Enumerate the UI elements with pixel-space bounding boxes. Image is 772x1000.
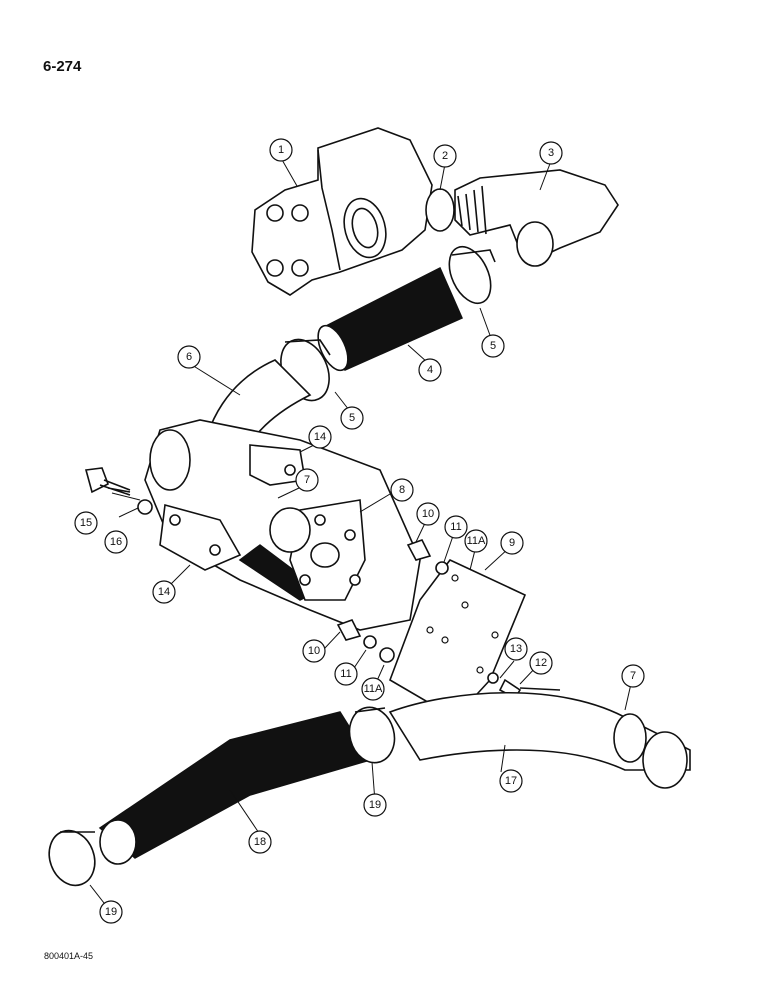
svg-text:14: 14 bbox=[158, 586, 170, 598]
o-ring-7-lower bbox=[613, 713, 647, 763]
washer-13 bbox=[487, 672, 499, 684]
hose-clamp-5-upper bbox=[448, 245, 496, 305]
tube-17 bbox=[388, 691, 691, 771]
svg-text:11: 11 bbox=[450, 521, 461, 533]
callout-10-lower: 10 bbox=[302, 639, 326, 663]
svg-text:5: 5 bbox=[490, 340, 496, 352]
svg-text:3: 3 bbox=[548, 147, 554, 159]
hose-18 bbox=[98, 711, 372, 859]
callout-3: 3 bbox=[539, 141, 563, 165]
svg-text:8: 8 bbox=[399, 484, 405, 496]
figure-code: 800401A-45 bbox=[44, 951, 94, 961]
callout-11-upper: 11 bbox=[444, 515, 468, 539]
callout-8: 8 bbox=[390, 478, 414, 502]
washer-11-lower bbox=[363, 635, 377, 649]
callout-14-upper: 14 bbox=[308, 425, 332, 449]
svg-text:19: 19 bbox=[369, 799, 381, 811]
callout-10-upper: 10 bbox=[416, 502, 440, 526]
callout-6: 6 bbox=[177, 345, 201, 369]
callout-1: 1 bbox=[269, 138, 293, 162]
svg-text:18: 18 bbox=[254, 836, 266, 848]
callout-13: 13 bbox=[504, 637, 528, 661]
page-number: 6-274 bbox=[43, 58, 82, 75]
svg-text:15: 15 bbox=[80, 517, 92, 529]
callout-19-lower: 19 bbox=[99, 900, 123, 924]
hose-clamp-19-upper bbox=[348, 706, 396, 764]
svg-text:2: 2 bbox=[442, 150, 448, 162]
hose-clamp-19-lower bbox=[48, 829, 96, 887]
svg-text:10: 10 bbox=[308, 645, 320, 657]
callout-11A-upper: 11A bbox=[464, 529, 488, 553]
callout-5-upper: 5 bbox=[481, 334, 505, 358]
svg-text:12: 12 bbox=[535, 657, 547, 669]
svg-text:10: 10 bbox=[422, 508, 434, 520]
svg-text:14: 14 bbox=[314, 431, 326, 443]
washer-16 bbox=[137, 499, 153, 515]
callout-7-upper: 7 bbox=[295, 468, 319, 492]
callout-7-lower: 7 bbox=[621, 664, 645, 688]
callout-18: 18 bbox=[248, 830, 272, 854]
washer-11A-lower bbox=[379, 647, 395, 663]
callout-5-lower: 5 bbox=[340, 406, 364, 430]
callout-14-lower: 14 bbox=[152, 580, 176, 604]
bolt-10-upper bbox=[406, 539, 432, 561]
o-ring-2 bbox=[425, 188, 455, 232]
callout-2: 2 bbox=[433, 144, 457, 168]
callout-11-lower: 11 bbox=[334, 662, 358, 686]
svg-text:17: 17 bbox=[505, 775, 517, 787]
callout-17: 17 bbox=[499, 769, 523, 793]
elbow-fitting bbox=[454, 169, 619, 267]
svg-text:19: 19 bbox=[105, 906, 117, 918]
callout-12: 12 bbox=[529, 651, 553, 675]
svg-text:6: 6 bbox=[186, 351, 192, 363]
svg-text:7: 7 bbox=[304, 474, 310, 486]
callout-19-upper: 19 bbox=[363, 793, 387, 817]
svg-text:11A: 11A bbox=[467, 535, 486, 547]
svg-text:13: 13 bbox=[510, 643, 522, 655]
svg-text:9: 9 bbox=[509, 537, 515, 549]
callout-4: 4 bbox=[418, 358, 442, 382]
svg-text:16: 16 bbox=[110, 536, 122, 548]
svg-text:7: 7 bbox=[630, 670, 636, 682]
callout-9: 9 bbox=[500, 531, 524, 555]
pump-assembly bbox=[251, 127, 433, 296]
svg-text:4: 4 bbox=[427, 364, 433, 376]
bolt-10-lower bbox=[336, 619, 362, 641]
svg-text:1: 1 bbox=[278, 144, 284, 156]
svg-text:5: 5 bbox=[349, 412, 355, 424]
callout-16: 16 bbox=[104, 530, 128, 554]
svg-text:11: 11 bbox=[340, 668, 351, 680]
callout-11A-lower: 11A bbox=[361, 677, 385, 701]
bolt-15 bbox=[84, 467, 131, 496]
callout-15: 15 bbox=[74, 511, 98, 535]
washer-11-upper bbox=[435, 561, 449, 575]
svg-text:11A: 11A bbox=[364, 683, 383, 695]
cooler-housing bbox=[144, 419, 421, 631]
